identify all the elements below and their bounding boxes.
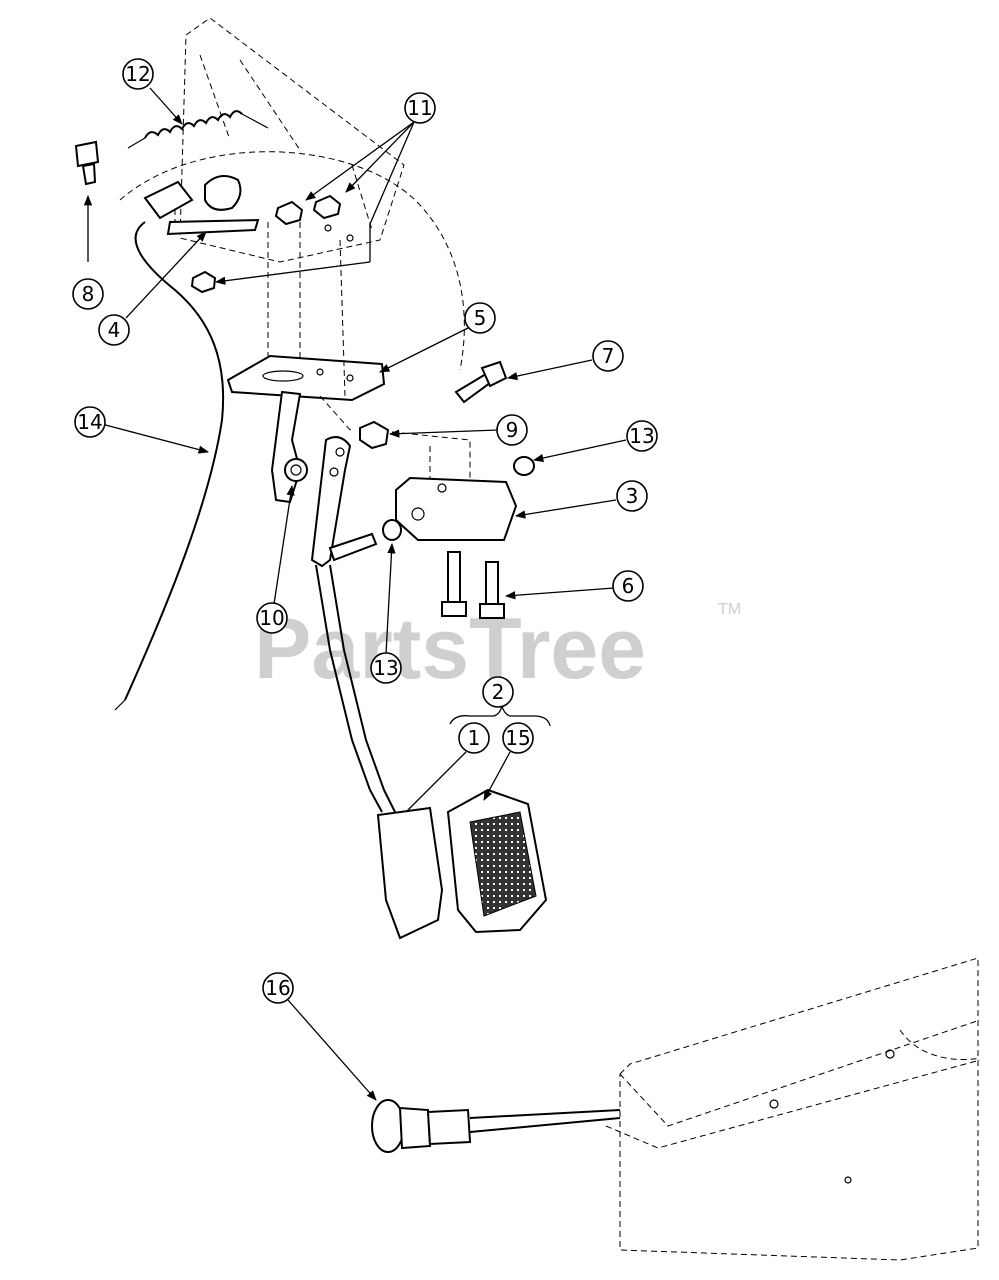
callouts: 12 11 8 4 5 7 14 9 13 3 6 10 13 2 1 15 1… <box>72 58 658 1004</box>
callout-7[interactable]: 7 <box>592 340 624 372</box>
svg-text:8: 8 <box>82 282 95 306</box>
callout-leaders <box>93 87 627 1101</box>
choke-knob-16 <box>371 1099 621 1153</box>
callout-13-b[interactable]: 13 <box>370 652 402 684</box>
mount-plate-5 <box>226 354 386 402</box>
bolts-6 <box>441 551 505 619</box>
washers <box>359 420 535 541</box>
callout-9[interactable]: 9 <box>496 414 528 446</box>
svg-text:10: 10 <box>259 606 284 630</box>
alignment-lines <box>267 222 471 492</box>
callout-6[interactable]: 6 <box>612 570 644 602</box>
svg-text:1: 1 <box>468 726 481 750</box>
callout-13-a[interactable]: 13 <box>626 420 658 452</box>
spring <box>127 110 269 149</box>
svg-text:6: 6 <box>622 574 635 598</box>
lower-housing <box>605 957 981 1261</box>
watermark-tm: TM <box>718 601 741 618</box>
callout-15[interactable]: 15 <box>502 722 534 754</box>
callout-5[interactable]: 5 <box>464 302 496 334</box>
bracket-3 <box>395 476 518 541</box>
svg-text:15: 15 <box>505 726 530 750</box>
pedal-1 <box>376 806 444 940</box>
bolt-7 <box>454 360 508 404</box>
svg-text:2: 2 <box>492 680 505 704</box>
svg-text:9: 9 <box>506 418 519 442</box>
bolt-8 <box>74 140 100 186</box>
nuts-11 <box>190 194 342 294</box>
svg-text:3: 3 <box>626 484 639 508</box>
cable-14 <box>114 221 225 711</box>
callout-11[interactable]: 11 <box>404 92 436 124</box>
callout-3[interactable]: 3 <box>616 480 648 512</box>
svg-text:13: 13 <box>629 424 654 448</box>
svg-text:16: 16 <box>265 976 290 1000</box>
pedal-pad-15 <box>446 788 548 934</box>
svg-text:11: 11 <box>407 96 432 120</box>
callout-2[interactable]: 2 <box>482 676 514 708</box>
frame-plate <box>119 17 465 371</box>
callout-16[interactable]: 16 <box>262 972 294 1004</box>
svg-text:5: 5 <box>474 306 487 330</box>
group-brace <box>449 705 551 727</box>
svg-text:14: 14 <box>77 410 102 434</box>
callout-8[interactable]: 8 <box>72 278 104 310</box>
callout-12[interactable]: 12 <box>122 58 154 90</box>
svg-text:12: 12 <box>125 62 150 86</box>
svg-text:4: 4 <box>108 318 121 342</box>
callout-4[interactable]: 4 <box>98 314 130 346</box>
svg-text:13: 13 <box>373 656 398 680</box>
svg-text:7: 7 <box>602 344 615 368</box>
callout-10[interactable]: 10 <box>256 602 288 634</box>
callout-1[interactable]: 1 <box>458 722 490 754</box>
pedal-arm <box>270 390 396 813</box>
callout-14[interactable]: 14 <box>74 406 106 438</box>
switch-assembly <box>143 175 260 236</box>
